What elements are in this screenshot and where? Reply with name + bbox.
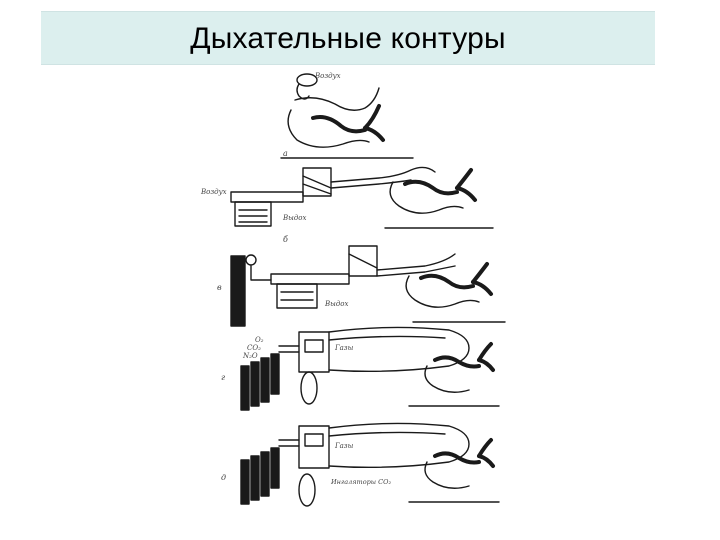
panel-b-semi-open: Воздух Выдох б xyxy=(200,166,494,244)
panel-label-d: д xyxy=(221,473,226,482)
panel-v-semi-closed: Выдох в xyxy=(217,245,506,327)
label-exhale-b: Выдох xyxy=(282,214,306,222)
label-gases-g: Газы xyxy=(334,344,354,352)
slide-title: Дыхательные контуры xyxy=(190,22,506,55)
panel-label-a: a xyxy=(283,149,288,158)
label-co2-absorber: Ингаляторы CO₂ xyxy=(330,478,391,486)
label-n2o-g: N₂O xyxy=(242,352,258,360)
panel-label-v: в xyxy=(217,283,222,292)
label-air-b: Воздух xyxy=(200,188,227,196)
label-air: Воздух xyxy=(314,72,341,80)
panel-d-closed-with-absorber: Газы Ингаляторы CO₂ д xyxy=(221,422,500,507)
label-o2-g: O₂ xyxy=(255,336,264,344)
label-exhale-v: Выдох xyxy=(324,300,348,308)
title-bar: Дыхательные контуры xyxy=(41,11,655,65)
panel-g-closed-circuit: O₂ CO₂ N₂O Газы г xyxy=(221,326,500,411)
panel-label-b: б xyxy=(283,235,288,244)
panel-a-open-mask: Воздух a xyxy=(280,72,414,159)
breathing-circuits-diagram: Воздух a Воздух Выд xyxy=(195,70,525,530)
label-co2-g: CO₂ xyxy=(247,344,261,352)
label-gases-d: Газы xyxy=(334,442,354,450)
panel-label-g: г xyxy=(221,373,225,382)
